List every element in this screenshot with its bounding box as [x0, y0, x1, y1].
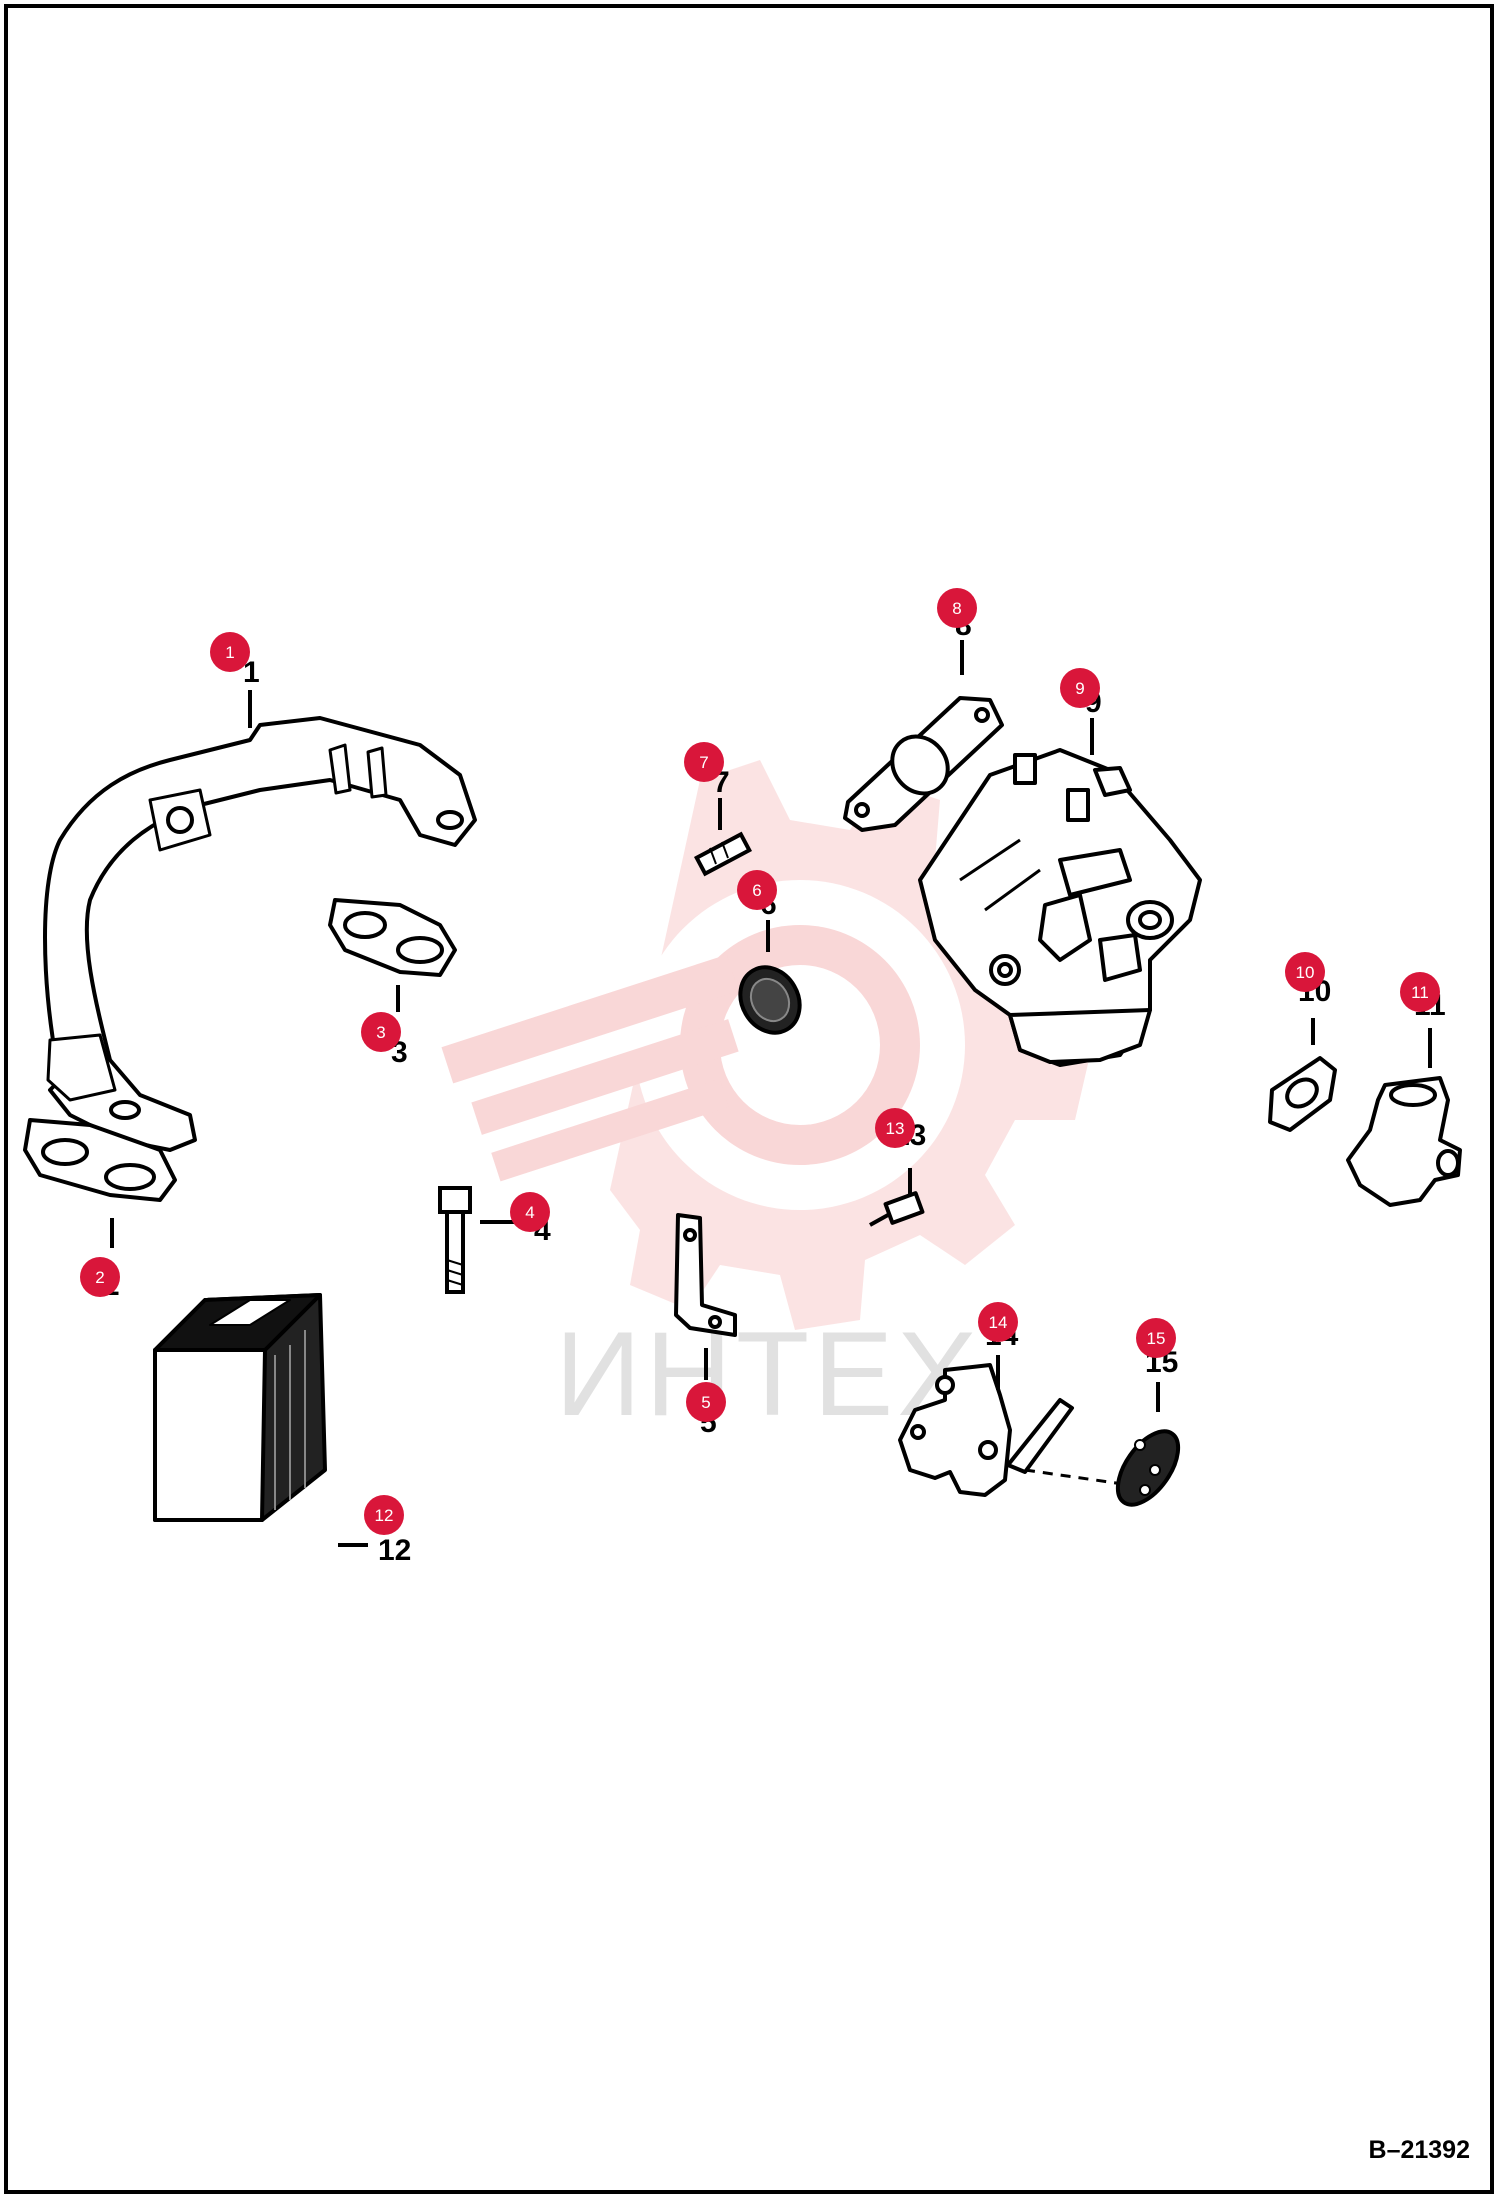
part-carburetor-gasket — [845, 698, 1002, 830]
callout-badge-1[interactable]: 1 — [210, 632, 250, 672]
callout-badge-9[interactable]: 9 — [1060, 668, 1100, 708]
leader-lines — [110, 640, 1432, 1547]
part-elbow-gasket — [1270, 1058, 1335, 1130]
callout-badge-text: 4 — [525, 1203, 534, 1222]
part-air-filter — [155, 1295, 325, 1520]
callout-number-1: 1 — [243, 656, 260, 689]
callout-badge-text: 5 — [701, 1393, 710, 1412]
callout-badge-14[interactable]: 14 — [978, 1302, 1018, 1342]
callout-badge-12[interactable]: 12 — [364, 1495, 404, 1535]
part-carburetor — [920, 750, 1200, 1065]
part-intake-manifold — [45, 718, 475, 1150]
callout-badge-text: 1 — [225, 643, 234, 662]
callout-number-12: 12 — [378, 1534, 411, 1567]
part-stud — [697, 834, 750, 873]
callout-badge-text: 8 — [952, 599, 961, 618]
part-screen — [729, 957, 811, 1044]
callout-badge-7[interactable]: 7 — [684, 742, 724, 782]
callout-badge-10[interactable]: 10 — [1285, 952, 1325, 992]
callout-badge-6[interactable]: 6 — [737, 870, 777, 910]
callout-badge-5[interactable]: 5 — [686, 1382, 726, 1422]
part-pump-gasket — [1106, 1421, 1190, 1515]
callout-badge-text: 6 — [752, 881, 761, 900]
watermark-text: ИНТЕХ — [555, 1307, 981, 1441]
drawing-reference-number: B–21392 — [1369, 2136, 1470, 2164]
callout-badge-8[interactable]: 8 — [937, 588, 977, 628]
callout-badge-15[interactable]: 15 — [1136, 1318, 1176, 1358]
callout-badge-text: 7 — [699, 753, 708, 772]
part-bracket — [676, 1215, 735, 1335]
callout-badge-text: 9 — [1075, 679, 1084, 698]
part-fuel-pump — [900, 1365, 1130, 1495]
part-manifold-gasket — [25, 1120, 175, 1200]
callout-badges: 1 2 3 4 5 6 7 8 9 10 11 12 13 14 15 — [80, 588, 1440, 1535]
callout-badge-text: 13 — [886, 1119, 905, 1138]
callout-badge-text: 11 — [1411, 983, 1429, 1002]
callout-badge-text: 3 — [376, 1023, 385, 1042]
callout-badge-13[interactable]: 13 — [875, 1108, 915, 1148]
callout-badge-text: 14 — [989, 1313, 1008, 1332]
callout-badge-text: 10 — [1296, 963, 1315, 982]
diagram-frame — [4, 4, 1494, 2194]
part-bolt — [440, 1188, 470, 1292]
callout-badge-2[interactable]: 2 — [80, 1257, 120, 1297]
part-fitting — [870, 1193, 922, 1225]
part-elbow — [1348, 1078, 1460, 1205]
callout-badge-11[interactable]: 11 — [1400, 972, 1440, 1012]
callout-badge-3[interactable]: 3 — [361, 1012, 401, 1052]
callout-badge-text: 15 — [1147, 1329, 1166, 1348]
callout-badge-text: 2 — [95, 1268, 104, 1287]
callout-badge-text: 12 — [375, 1506, 394, 1525]
callout-badge-4[interactable]: 4 — [510, 1192, 550, 1232]
part-flange-gasket — [330, 900, 455, 975]
